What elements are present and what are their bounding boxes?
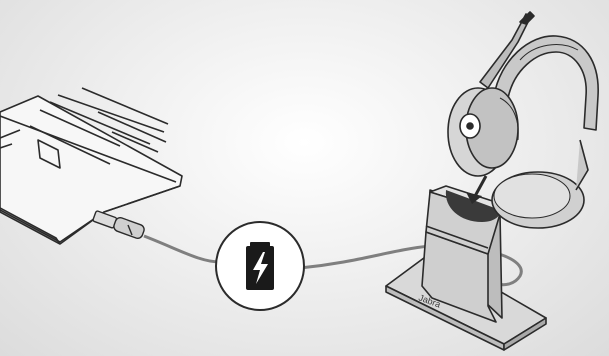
battery-charging-icon (246, 242, 274, 290)
laptop (0, 88, 182, 244)
charging-badge (216, 222, 304, 310)
usb-cable (144, 236, 220, 262)
usb-plug (93, 211, 146, 240)
